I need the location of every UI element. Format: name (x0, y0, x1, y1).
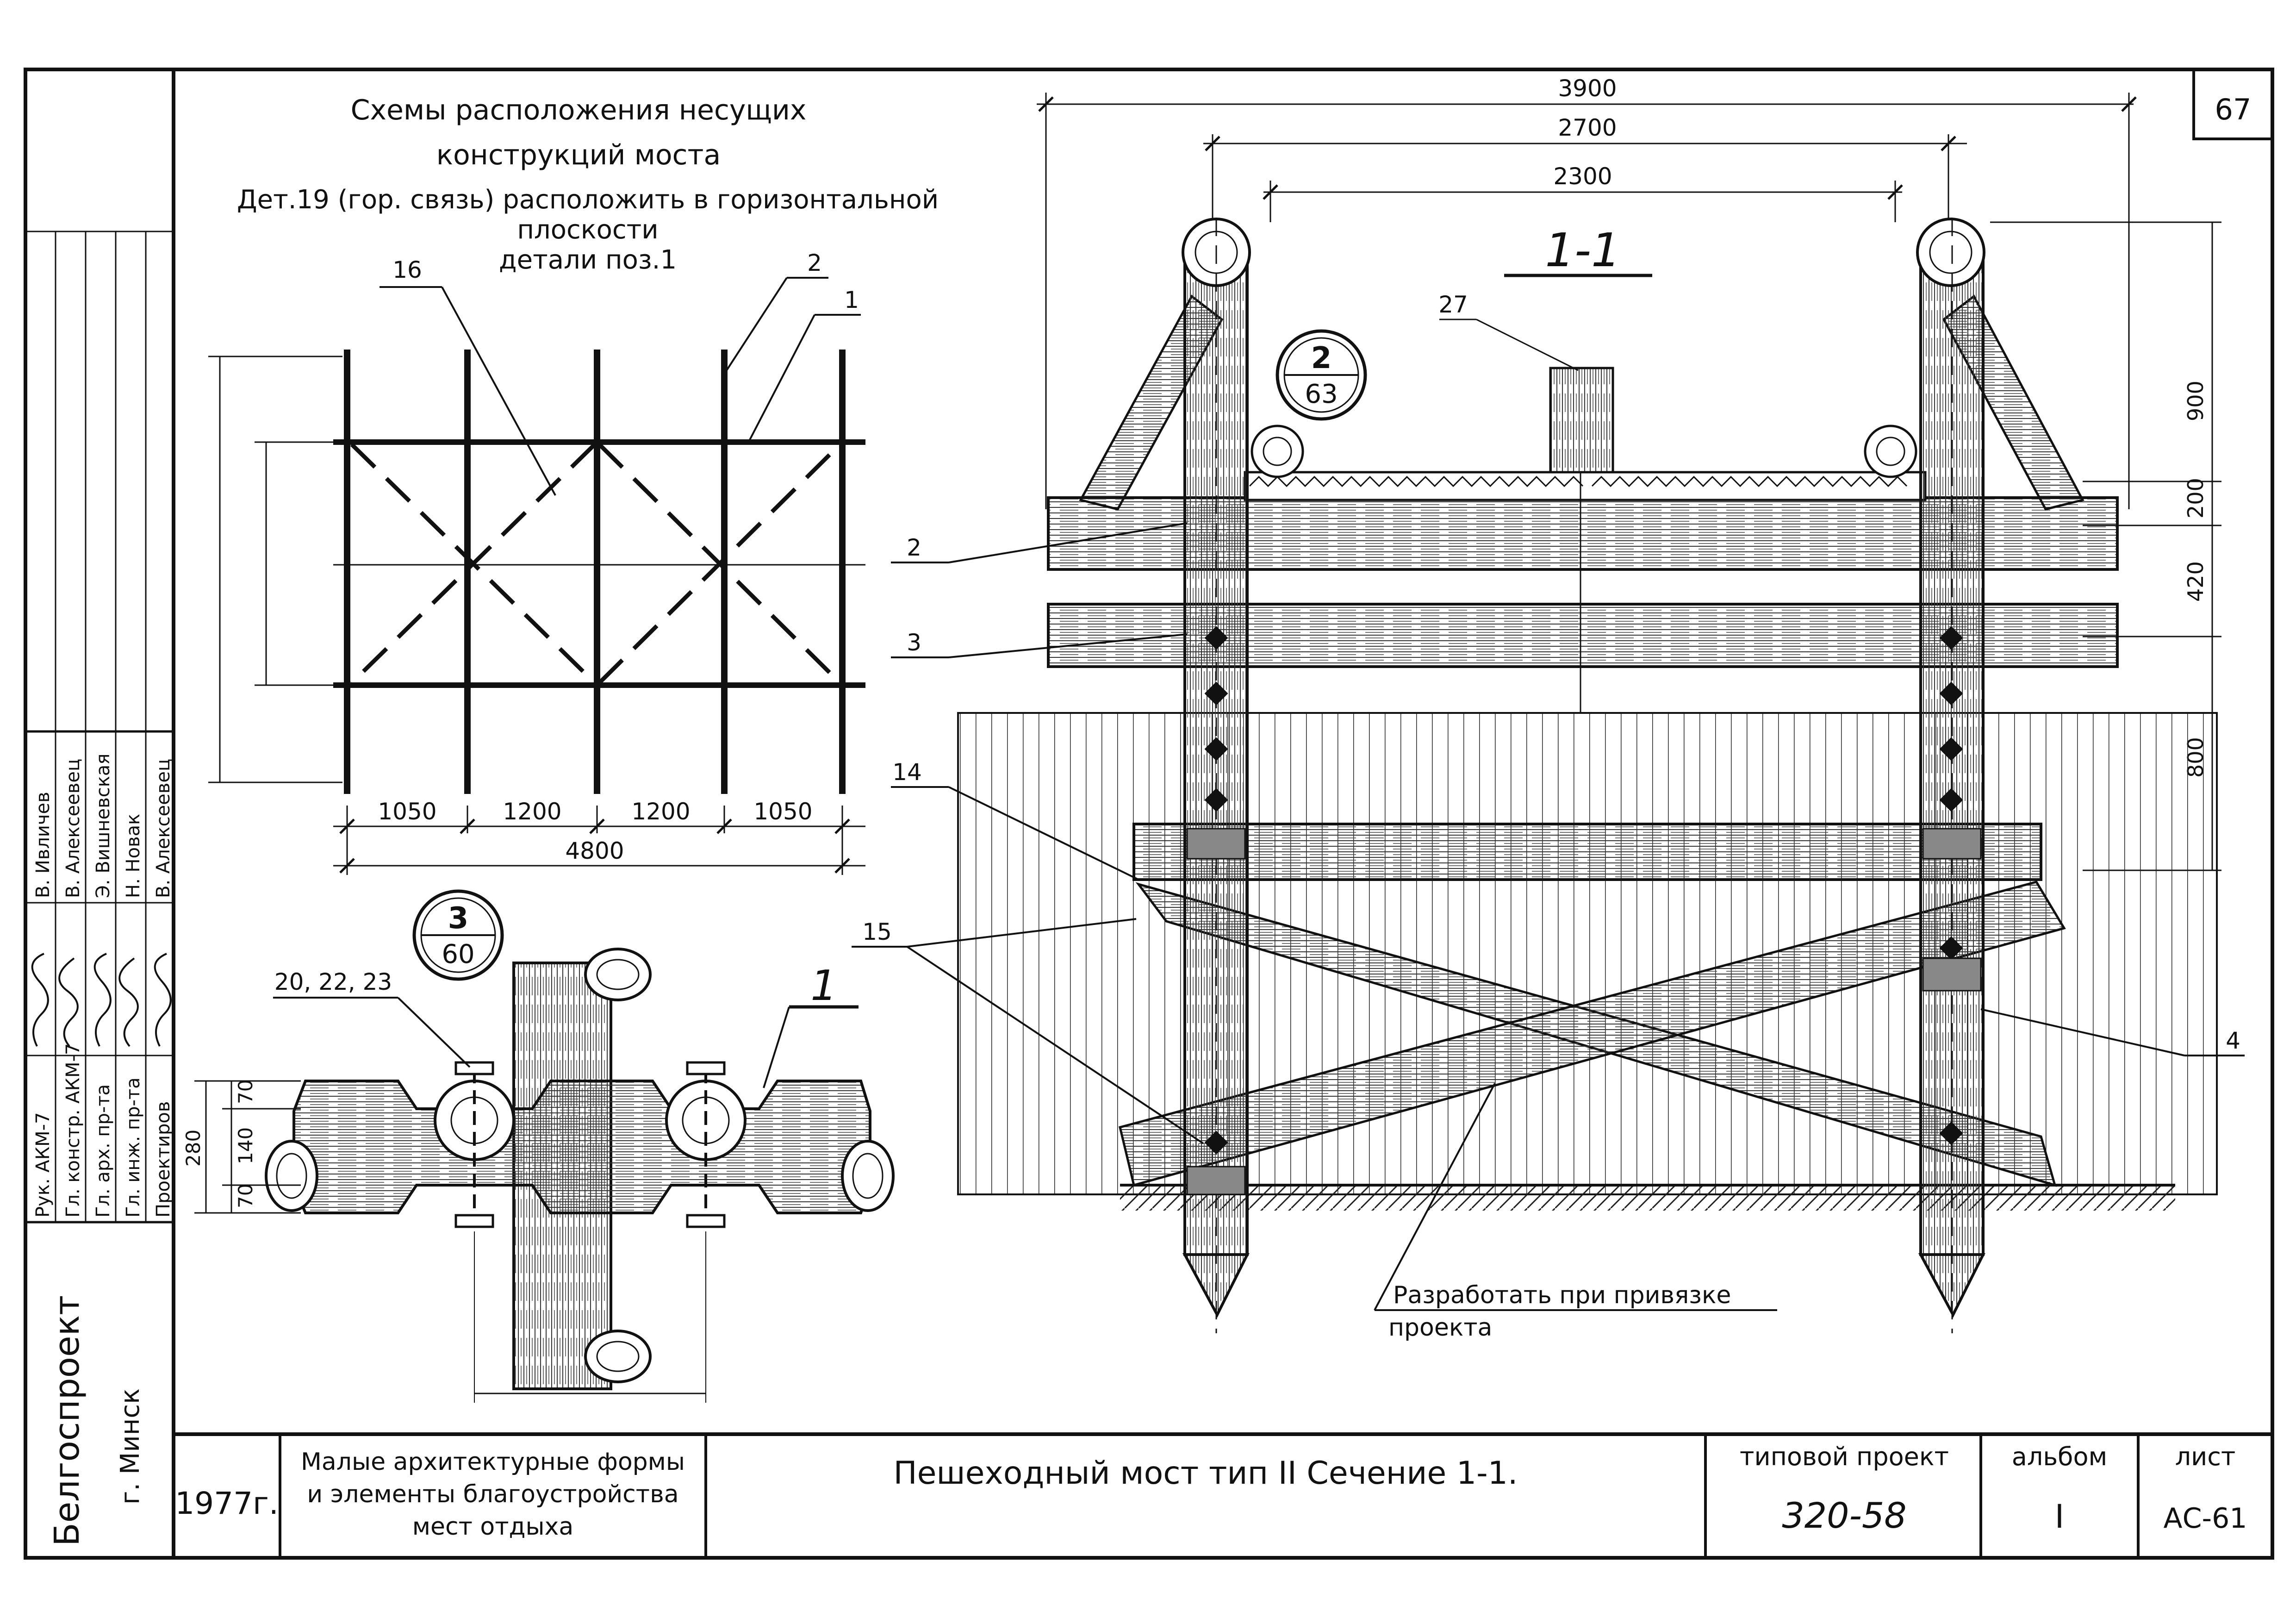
detail-label: 1 (810, 962, 837, 1010)
stamp-org: Белгоспроект (47, 1295, 87, 1546)
scheme-dim-4: 1050 (753, 798, 812, 825)
section-callout-4: 4 (2226, 1027, 2240, 1054)
detail-ref-circle: 3 60 (412, 889, 504, 981)
scheme-dim-2: 1200 (503, 798, 561, 825)
title-block: 1977г. Малые архитектурные формы и элеме… (175, 1434, 2247, 1558)
section-dim-3900: 3900 (1558, 75, 1617, 102)
section-note-2: проекта (1388, 1314, 1492, 1342)
title-subject-1: Малые архитектурные формы (301, 1448, 685, 1476)
detail-ref-bottom: 60 (442, 939, 474, 969)
stamp-role-5: Проектиров (153, 1101, 174, 1218)
detail-ref-top: 3 (448, 901, 469, 936)
scheme-callout-16: 16 (392, 256, 422, 283)
sheet-number-box: 67 (2192, 68, 2274, 140)
scheme-plan: Схемы расположения несущих конструкций м… (208, 94, 939, 875)
section-ref-top: 2 (1311, 341, 1332, 375)
detail-dim-total: 280 (182, 1130, 205, 1167)
section-dim-900: 900 (2183, 381, 2208, 421)
stamp-name-4: Н. Новак (123, 814, 144, 898)
section-dim-2300: 2300 (1553, 163, 1612, 190)
scheme-note-2: плоскости (517, 215, 658, 245)
section-callout-15: 15 (862, 918, 892, 945)
stamp-city: г. Минск (115, 1388, 145, 1505)
section-callout-3: 3 (907, 629, 921, 656)
sheet-label: лист (2175, 1442, 2236, 1471)
title-subject-2: и элементы благоустройства (307, 1480, 678, 1508)
section-1-1: 1-1 3900 2700 2300 (852, 75, 2245, 1342)
detail-dim-1: 70 (234, 1080, 257, 1104)
scheme-note-1: Дет.19 (гор. связь) расположить в горизо… (237, 185, 939, 215)
detail-callout: 20, 22, 23 (274, 968, 392, 995)
sheet-title: Пешеходный мост тип II Сечение 1-1. (893, 1455, 1518, 1492)
sheet-frame (24, 68, 2274, 1560)
detail-dim-3: 70 (234, 1184, 257, 1208)
title-subject-3: мест отдыха (412, 1513, 573, 1541)
scheme-title-1: Схемы расположения несущих (351, 94, 807, 126)
section-dim-420: 420 (2183, 561, 2208, 602)
scheme-dim-total: 4800 (565, 837, 624, 864)
scheme-dim-3: 1200 (631, 798, 690, 825)
stamp-role-2: Гл. констр. АКМ-7 (62, 1043, 84, 1218)
signatures (31, 953, 172, 1047)
approval-stamp: Рук. АКМ-7 Гл. констр. АКМ-7 Гл. арх. пр… (25, 231, 174, 1546)
project-label: типовой проект (1740, 1442, 1949, 1471)
scheme-callout-1: 1 (844, 287, 859, 313)
stamp-name-3: Э. Вишневская (93, 754, 114, 898)
joint-detail: 3 60 1 20, 2 (182, 889, 895, 1403)
section-dim-200: 200 (2183, 478, 2208, 518)
scheme-title-2: конструкций моста (436, 139, 721, 171)
album-label: альбом (2012, 1442, 2108, 1471)
section-note-1: Разработать при привязке (1393, 1281, 1731, 1309)
section-callout-27: 27 (1438, 291, 1468, 318)
stamp-role-4: Гл. инж. пр-та (123, 1077, 144, 1218)
title-year: 1977г. (175, 1486, 279, 1521)
stamp-name-1: В. Ивличев (32, 792, 54, 898)
section-callout-14: 14 (892, 759, 922, 786)
scheme-note-3: детали поз.1 (499, 245, 677, 275)
stamp-role-3: Гл. арх. пр-та (93, 1084, 114, 1218)
detail-dim-2: 140 (234, 1127, 257, 1164)
section-ref-bottom: 63 (1305, 379, 1338, 409)
stamp-role-1: Рук. АКМ-7 (32, 1112, 54, 1218)
scheme-dim-1: 1050 (378, 798, 436, 825)
stamp-name-2: В. Алексеевец (62, 759, 84, 898)
section-dim-2700: 2700 (1558, 114, 1617, 141)
section-callout-2: 2 (907, 534, 921, 561)
section-ref-circle: 2 63 (1276, 329, 1367, 421)
sheet-value: АС-61 (2164, 1502, 2247, 1535)
section-title: 1-1 (1545, 223, 1620, 277)
album-value: I (2055, 1498, 2065, 1536)
project-value: 320-58 (1782, 1495, 1906, 1536)
scheme-callout-2: 2 (807, 250, 822, 276)
stamp-name-5: В. Алексеевец (153, 759, 174, 898)
sheet-number: 67 (2215, 93, 2252, 126)
